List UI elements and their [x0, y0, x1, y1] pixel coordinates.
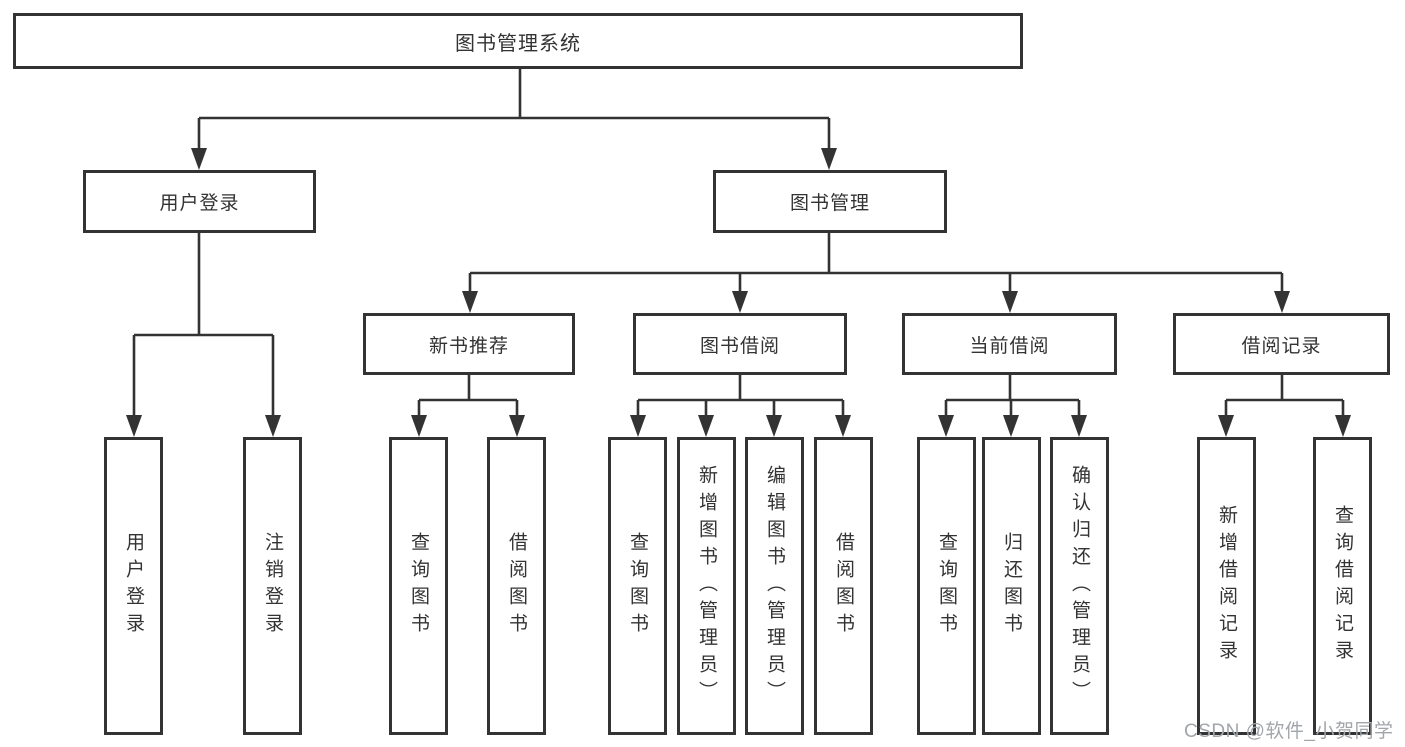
node-user-login-leaf: 用户登录 [104, 437, 163, 735]
node-label: 当前借阅 [969, 335, 1050, 357]
node-label: 查询图书 [627, 532, 648, 640]
node-borrowing-records: 借阅记录 [1173, 313, 1390, 375]
node-confirm-return-admin: 确认归还（管理员） [1050, 437, 1109, 735]
node-label: 查询借阅记录 [1332, 505, 1353, 667]
node-book-management: 图书管理 [713, 170, 947, 233]
node-label: 用户登录 [159, 193, 240, 214]
node-label: 图书管理 [789, 193, 870, 214]
node-label: 查询图书 [408, 532, 429, 640]
node-label: 借阅图书 [833, 532, 854, 640]
node-label: 新增借阅记录 [1216, 505, 1237, 667]
node-label: 注销登录 [262, 532, 283, 640]
node-query-books-recommend: 查询图书 [389, 437, 448, 735]
node-query-books-current: 查询图书 [917, 437, 976, 735]
node-book-borrowing: 图书借阅 [633, 313, 847, 375]
node-current-borrowing: 当前借阅 [902, 313, 1117, 375]
node-label: 图书管理系统 [455, 32, 581, 55]
node-label: 图书借阅 [699, 335, 780, 357]
node-label: 用户登录 [123, 532, 144, 640]
node-query-borrow-record: 查询借阅记录 [1313, 437, 1372, 735]
node-new-book-recommendation: 新书推荐 [363, 313, 575, 375]
node-return-books: 归还图书 [982, 437, 1041, 735]
node-library-management-system: 图书管理系统 [13, 13, 1023, 69]
node-label: 编辑图书（管理员） [764, 464, 785, 708]
node-add-borrow-record: 新增借阅记录 [1197, 437, 1256, 735]
node-edit-books-admin: 编辑图书（管理员） [745, 437, 804, 735]
node-label: 借阅图书 [506, 532, 527, 640]
node-logout: 注销登录 [243, 437, 302, 735]
node-query-books-borrowing: 查询图书 [608, 437, 667, 735]
node-label: 归还图书 [1001, 532, 1022, 640]
node-add-books-admin: 新增图书（管理员） [677, 437, 736, 735]
node-label: 新增图书（管理员） [696, 464, 717, 708]
node-label: 确认归还（管理员） [1069, 464, 1090, 708]
node-borrow-books-recommend: 借阅图书 [487, 437, 546, 735]
node-user-login: 用户登录 [83, 170, 316, 233]
csdn-watermark: CSDN @软件_小贺同学 [1184, 721, 1394, 742]
node-borrow-books: 借阅图书 [814, 437, 873, 735]
node-label: 新书推荐 [428, 335, 509, 357]
node-label: 借阅记录 [1241, 335, 1322, 357]
node-label: 查询图书 [936, 532, 957, 640]
